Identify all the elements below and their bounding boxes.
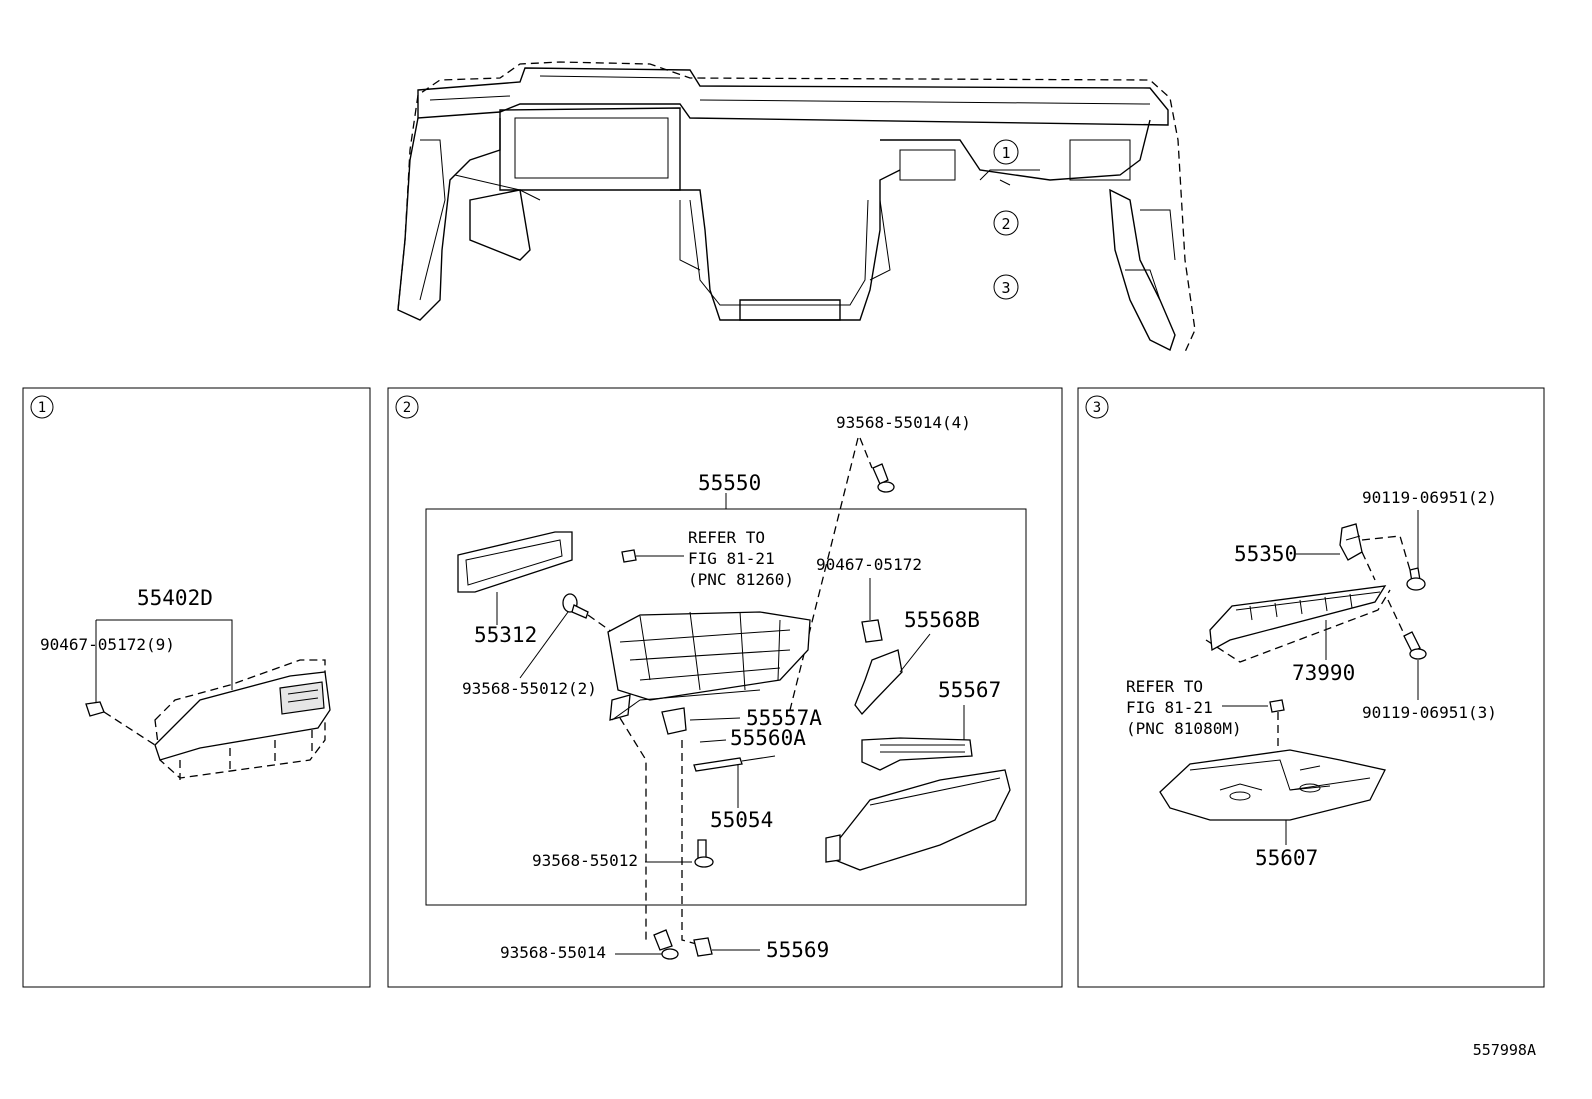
refer-pnc-text: (PNC 81260) <box>688 570 794 589</box>
panel-1-frame <box>22 387 371 988</box>
label-73990: 73990 <box>1292 661 1355 685</box>
clip-part <box>85 701 105 717</box>
panel-1-callout <box>30 395 54 419</box>
refer-pnc-text-3: (PNC 81080M) <box>1126 719 1242 738</box>
label-55402D: 55402D <box>137 586 213 610</box>
label-55557A: 55557A <box>746 706 822 730</box>
clip-55569 <box>693 937 713 957</box>
label-55568B: 55568B <box>904 608 980 632</box>
bracket-55350 <box>1339 523 1363 561</box>
label-55550: 55550 <box>698 471 761 495</box>
clip-90467 <box>861 619 883 643</box>
panel-3-callout <box>1085 395 1109 419</box>
panel-3-frame <box>1077 387 1545 988</box>
label-55560A: 55560A <box>730 726 806 750</box>
refer-clip <box>621 549 637 563</box>
refer-to-text-3: REFER TO <box>1126 677 1203 696</box>
hinge-55567 <box>861 737 973 771</box>
bolt-93568-55012-2 <box>562 593 589 619</box>
label-93568-55012-2: 93568-55012(2) <box>462 679 597 698</box>
bracket-55568B <box>854 649 903 716</box>
label-55312: 55312 <box>474 623 537 647</box>
bolt-93568-55014 <box>653 929 679 960</box>
bolt-top <box>872 463 895 493</box>
side-panel-part <box>154 659 331 780</box>
label-55567: 55567 <box>938 678 1001 702</box>
overview-callout-1: 1 <box>993 139 1019 165</box>
figure-id: 557998A <box>1473 1041 1536 1059</box>
refer-fig-text: FIG 81-21 <box>688 549 775 568</box>
panel-1: 1 55402D 90467-05172(9) <box>22 387 371 988</box>
label-55607: 55607 <box>1255 846 1318 870</box>
svg-text:1: 1 <box>1001 144 1010 162</box>
bolt-90119-bottom <box>1403 631 1427 660</box>
svg-text:3: 3 <box>1001 279 1010 297</box>
bolt-90119-top <box>1406 567 1426 591</box>
bezel-55312 <box>457 531 573 593</box>
label-55569: 55569 <box>766 938 829 962</box>
knee-airbag-73990 <box>1205 585 1391 663</box>
bolt-93568-55012 <box>694 839 714 868</box>
label-93568-55014-4: 93568-55014(4) <box>836 413 971 432</box>
label-93568-55014: 93568-55014 <box>500 943 606 962</box>
refer-to-text: REFER TO <box>688 528 765 547</box>
panel-2-callout <box>395 395 419 419</box>
rod-55054 <box>693 755 776 772</box>
refer-clip-3 <box>1269 699 1285 713</box>
glove-door <box>825 769 1011 871</box>
refer-fig-text-3: FIG 81-21 <box>1126 698 1213 717</box>
panel-3: 3 90119-06951(2) 55350 73990 90119-06951… <box>1077 387 1545 988</box>
label-55350: 55350 <box>1234 542 1297 566</box>
panel-2-frame <box>387 387 1063 988</box>
panel-1-number: 1 <box>38 400 46 416</box>
label-55054: 55054 <box>710 808 773 832</box>
panel-2-number: 2 <box>403 400 411 416</box>
label-90119-06951-2: 90119-06951(2) <box>1362 488 1497 507</box>
instrument-panel-frame: 1 2 3 <box>397 61 1196 353</box>
svg-text:2: 2 <box>1001 215 1010 233</box>
panel-3-number: 3 <box>1093 400 1101 416</box>
label-90467-05172: 90467-05172 <box>816 555 922 574</box>
glove-box-55607 <box>1159 749 1386 821</box>
label-90467-05172-9: 90467-05172(9) <box>40 635 175 654</box>
overview-callout-3: 3 <box>993 274 1019 300</box>
panel-2: 2 93568-55014(4) 55550 REFER TO FIG 81-2… <box>387 387 1063 988</box>
glove-box-housing <box>607 611 811 735</box>
label-90119-06951-3: 90119-06951(3) <box>1362 703 1497 722</box>
label-93568-55012: 93568-55012 <box>532 851 638 870</box>
overview-callout-2: 2 <box>993 210 1019 236</box>
